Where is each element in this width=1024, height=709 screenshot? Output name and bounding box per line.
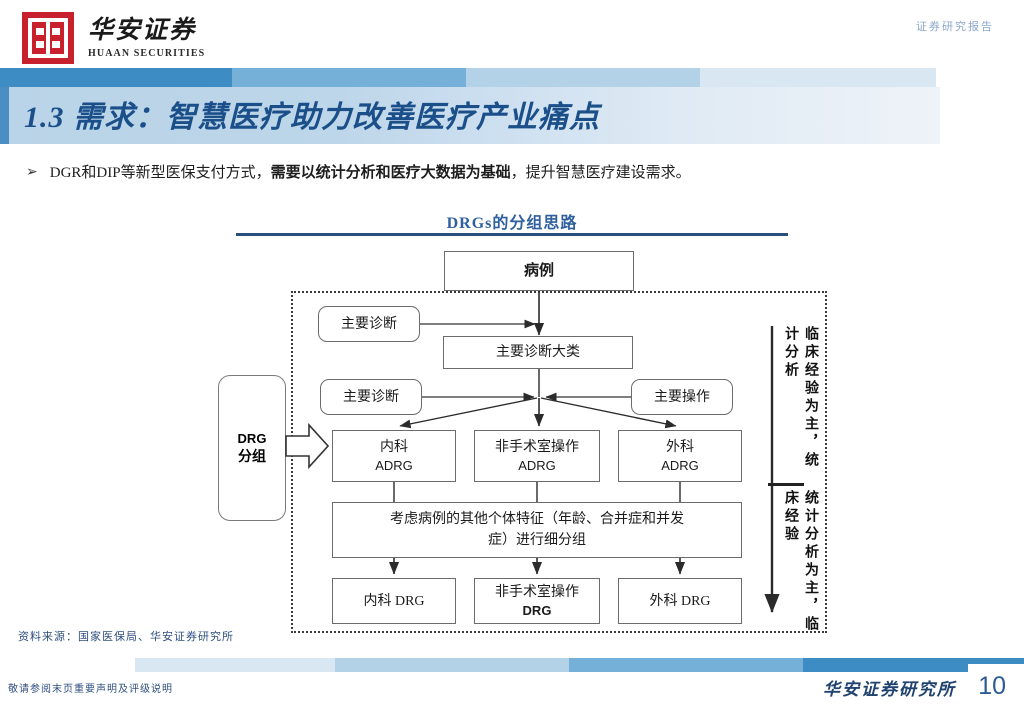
bullet-row: ➢ DGR和DIP等新型医保支付方式，需要以统计分析和医疗大数据为基础，提升智慧… <box>26 162 1006 184</box>
node-adrg-surgical-sublabel: ADRG <box>661 457 699 473</box>
footer-corner-mask <box>968 664 1024 709</box>
node-main-operation: 主要操作 <box>631 379 733 415</box>
huaan-square-logo-icon <box>22 12 74 64</box>
node-main-diagnosis-category-label: 主要诊断大类 <box>496 345 580 360</box>
logo-company-name-en: HUAAN SECURITIES <box>88 47 206 59</box>
node-adrg-nonsurgical-sublabel: ADRG <box>518 457 556 473</box>
footer-bar-segment-2 <box>135 658 335 672</box>
node-adrg-nonsurgical: 非手术室操作 ADRG <box>474 430 600 482</box>
footer-disclaimer: 敬请参阅末页重要声明及评级说明 <box>8 684 173 695</box>
company-logo: 华安证券 HUAAN SECURITIES <box>22 12 205 64</box>
footer-bar-segment-4 <box>569 658 803 672</box>
node-main-diagnosis-lower: 主要诊断 <box>320 379 422 415</box>
node-drg-grouping-label: DRG <box>237 430 267 446</box>
header-bar-segment-5 <box>936 68 1024 87</box>
node-drg-grouping-sublabel: 分组 <box>238 449 266 465</box>
node-drg-nonsurgical: 非手术室操作 DRG <box>474 578 600 624</box>
slide-title-accent <box>0 87 9 144</box>
header-color-bar <box>0 68 1024 87</box>
header-bar-segment-2 <box>232 68 466 87</box>
logo-company-name-cn: 华安证券 <box>88 16 197 44</box>
slide-title-band <box>0 87 940 144</box>
page-title: 1.3 需求：智慧医疗助力改善医疗产业痛点 <box>24 101 600 134</box>
node-adrg-nonsurgical-label: 非手术室操作 <box>495 439 579 455</box>
figure-title: DRGs的分组思路 <box>446 215 578 232</box>
bullet-text: DGR和DIP等新型医保支付方式，需要以统计分析和医疗大数据为基础，提升智慧医疗… <box>50 162 691 184</box>
bullet-arrow-icon: ➢ <box>26 165 38 180</box>
drg-block-arrow-icon <box>285 422 329 470</box>
footer-brand: 华安证券研究所 <box>823 680 956 699</box>
footer-bar-segment-1 <box>0 658 135 672</box>
annotation-upper: 临床经验为主，统计分析 <box>783 326 818 470</box>
figure-title-rule <box>236 233 788 236</box>
node-adrg-internal-label: 内科 <box>380 439 408 455</box>
footer-bar-segment-3 <box>335 658 569 672</box>
node-main-operation-label: 主要操作 <box>654 389 710 405</box>
node-case: 病例 <box>444 251 634 291</box>
drg-flow-diagram: 病例 主要诊断 主要诊断大类 主要诊断 主要操作 内科 ADRG 非手术室操作 … <box>0 240 1024 640</box>
report-type-label: 证券研究报告 <box>916 21 994 33</box>
node-adrg-internal-sublabel: ADRG <box>375 457 413 473</box>
drg-grouping-region-border <box>291 291 827 633</box>
footer-color-bar <box>0 658 1024 672</box>
bullet-text-emphasis: 需要以统计分析和医疗大数据为基础 <box>270 165 511 181</box>
figure-source: 资料来源：国家医保局、华安证券研究所 <box>18 631 234 643</box>
node-drg-surgical: 外科 DRG <box>618 578 742 624</box>
node-case-label: 病例 <box>523 262 554 279</box>
node-drg-surgical-label: 外科 DRG <box>649 593 711 609</box>
header-bar-segment-3 <box>466 68 700 87</box>
node-drg-internal: 内科 DRG <box>332 578 456 624</box>
node-adrg-surgical: 外科 ADRG <box>618 430 742 482</box>
diagram-connectors <box>388 291 780 613</box>
bullet-text-part1: DGR和DIP等新型医保支付方式， <box>49 165 271 181</box>
node-drg-nonsurgical-label: 非手术室操作 <box>495 584 579 600</box>
node-adrg-surgical-label: 外科 <box>666 439 694 455</box>
node-drg-grouping: DRG 分组 <box>218 375 286 521</box>
page-number: 10 <box>978 672 1006 700</box>
node-main-diagnosis-upper-label: 主要诊断 <box>341 316 397 332</box>
bullet-text-part3: ，提升智慧医疗建设需求。 <box>510 165 691 181</box>
node-subgroup-criteria: 考虑病例的其他个体特征（年龄、合并症和并发 症）进行细分组 <box>332 502 742 558</box>
node-drg-internal-label: 内科 DRG <box>363 593 425 609</box>
annotation-lower: 统计分析为主，临床经验 <box>783 490 818 634</box>
node-adrg-internal: 内科 ADRG <box>332 430 456 482</box>
node-main-diagnosis-category: 主要诊断大类 <box>443 336 633 369</box>
header-bar-segment-1 <box>0 68 232 87</box>
node-drg-nonsurgical-sublabel: DRG <box>522 602 552 618</box>
node-main-diagnosis-upper: 主要诊断 <box>318 306 420 342</box>
annotation-divider <box>768 483 804 486</box>
node-subgroup-criteria-label: 考虑病例的其他个体特征（年龄、合并症和并发 症）进行细分组 <box>390 512 684 548</box>
node-main-diagnosis-lower-label: 主要诊断 <box>343 389 399 405</box>
header-bar-segment-4 <box>700 68 936 87</box>
